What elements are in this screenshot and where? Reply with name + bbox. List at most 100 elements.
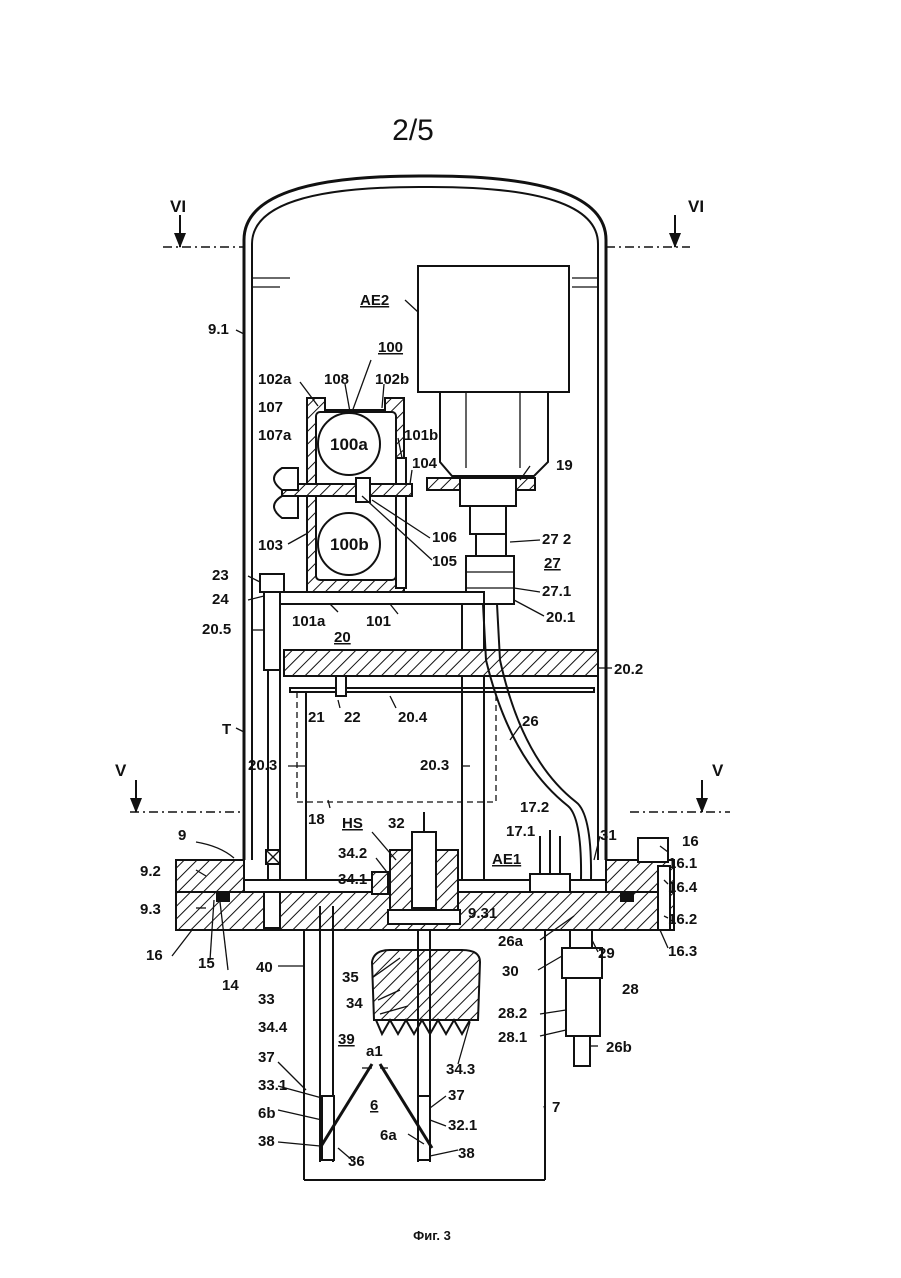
label-ae1: AE1 [492, 851, 521, 868]
label-36: 36 [348, 1153, 365, 1170]
label-20-2: 20.2 [614, 661, 643, 678]
label-9-31: 9.31 [468, 905, 497, 922]
label-15: 15 [198, 955, 215, 972]
label-24: 24 [212, 591, 229, 608]
label-28-1: 28.1 [498, 1029, 527, 1046]
plate-101 [268, 592, 484, 604]
label-100: 100 [378, 339, 403, 356]
screw-21 [336, 676, 346, 696]
label-38-right: 38 [458, 1145, 475, 1162]
label-102b: 102b [375, 371, 409, 388]
label-9: 9 [178, 827, 186, 844]
label-32-1: 32.1 [448, 1117, 477, 1134]
label-37-left: 37 [258, 1049, 275, 1066]
section-label-vi-right: VI [688, 197, 704, 216]
section-line-vi [163, 215, 690, 248]
sensor-ae1 [530, 830, 570, 892]
label-34-2: 34.2 [338, 845, 367, 862]
outline-18 [297, 692, 496, 802]
label-32: 32 [388, 815, 405, 832]
label-105: 105 [432, 553, 457, 570]
coupling-stem [460, 478, 516, 506]
label-ae2: AE2 [360, 292, 389, 309]
label-17-1: 17.1 [506, 823, 535, 840]
label-9-3: 9.3 [140, 901, 161, 918]
label-28: 28 [622, 981, 639, 998]
label-108: 108 [324, 371, 349, 388]
label-19: 19 [556, 457, 573, 474]
label-107: 107 [258, 399, 283, 416]
columns-20-3 [306, 604, 484, 892]
label-hs: HS [342, 815, 363, 832]
label-101b: 101b [404, 427, 438, 444]
label-20-4: 20.4 [398, 709, 428, 726]
label-101a: 101a [292, 613, 326, 630]
label-28-2: 28.2 [498, 1005, 527, 1022]
label-100b: 100b [330, 535, 369, 554]
label-16-3: 16.3 [668, 943, 697, 960]
label-26b: 26b [606, 1039, 632, 1056]
label-103: 103 [258, 537, 283, 554]
label-26: 26 [522, 713, 539, 730]
label-33-1: 33.1 [258, 1077, 287, 1094]
label-t: T [222, 721, 231, 738]
label-40: 40 [256, 959, 273, 976]
label-14: 14 [222, 977, 239, 994]
label-27: 27 [544, 555, 561, 572]
gripper-assembly-100 [274, 398, 412, 592]
label-20-3-right: 20.3 [420, 757, 449, 774]
label-22: 22 [344, 709, 361, 726]
label-23: 23 [212, 567, 229, 584]
label-20-3-left: 20.3 [248, 757, 277, 774]
label-34-4: 34.4 [258, 1019, 288, 1036]
label-34-3: 34.3 [446, 1061, 475, 1078]
label-9-2: 9.2 [140, 863, 161, 880]
label-6: 6 [370, 1097, 378, 1114]
label-101: 101 [366, 613, 391, 630]
label-6b: 6b [258, 1105, 276, 1122]
label-37-right: 37 [448, 1087, 465, 1104]
label-29: 29 [598, 945, 615, 962]
label-34-1: 34.1 [338, 871, 367, 888]
section-label-v-left: V [115, 761, 127, 780]
label-6a: 6a [380, 1127, 397, 1144]
label-20-1: 20.1 [546, 609, 575, 626]
label-100a: 100a [330, 435, 368, 454]
plate-20 [284, 650, 598, 676]
label-39: 39 [338, 1031, 355, 1048]
label-16-4: 16.4 [668, 879, 698, 896]
label-27-1: 27.1 [542, 583, 571, 600]
bolt-23 [260, 574, 284, 892]
label-9-1: 9.1 [208, 321, 229, 338]
label-26a: 26a [498, 933, 524, 950]
label-31: 31 [600, 827, 617, 844]
figure-caption: Фиг. 3 [413, 1228, 451, 1243]
label-33: 33 [258, 991, 275, 1008]
label-106: 106 [432, 529, 457, 546]
section-label-vi-left: VI [170, 197, 186, 216]
label-27-2: 27 2 [542, 531, 571, 548]
label-a1: a1 [366, 1043, 383, 1060]
section-line-v [130, 780, 730, 813]
label-38-left: 38 [258, 1133, 275, 1150]
label-18: 18 [308, 811, 325, 828]
label-20-5: 20.5 [202, 621, 231, 638]
label-17-2: 17.2 [520, 799, 549, 816]
label-107a: 107a [258, 427, 292, 444]
label-16-1: 16.1 [668, 855, 697, 872]
label-35: 35 [342, 969, 359, 986]
label-16-top: 16 [682, 833, 699, 850]
label-102a: 102a [258, 371, 292, 388]
label-16-2: 16.2 [668, 911, 697, 928]
actuator-ae2 [418, 266, 569, 476]
cutter-head-34 [372, 950, 480, 1034]
section-label-v-right: V [712, 761, 724, 780]
label-30: 30 [502, 963, 519, 980]
label-104: 104 [412, 455, 438, 472]
coupling-27 [466, 506, 514, 604]
page-number: 2/5 [392, 114, 434, 147]
label-21: 21 [308, 709, 325, 726]
label-16-bottom: 16 [146, 947, 163, 964]
